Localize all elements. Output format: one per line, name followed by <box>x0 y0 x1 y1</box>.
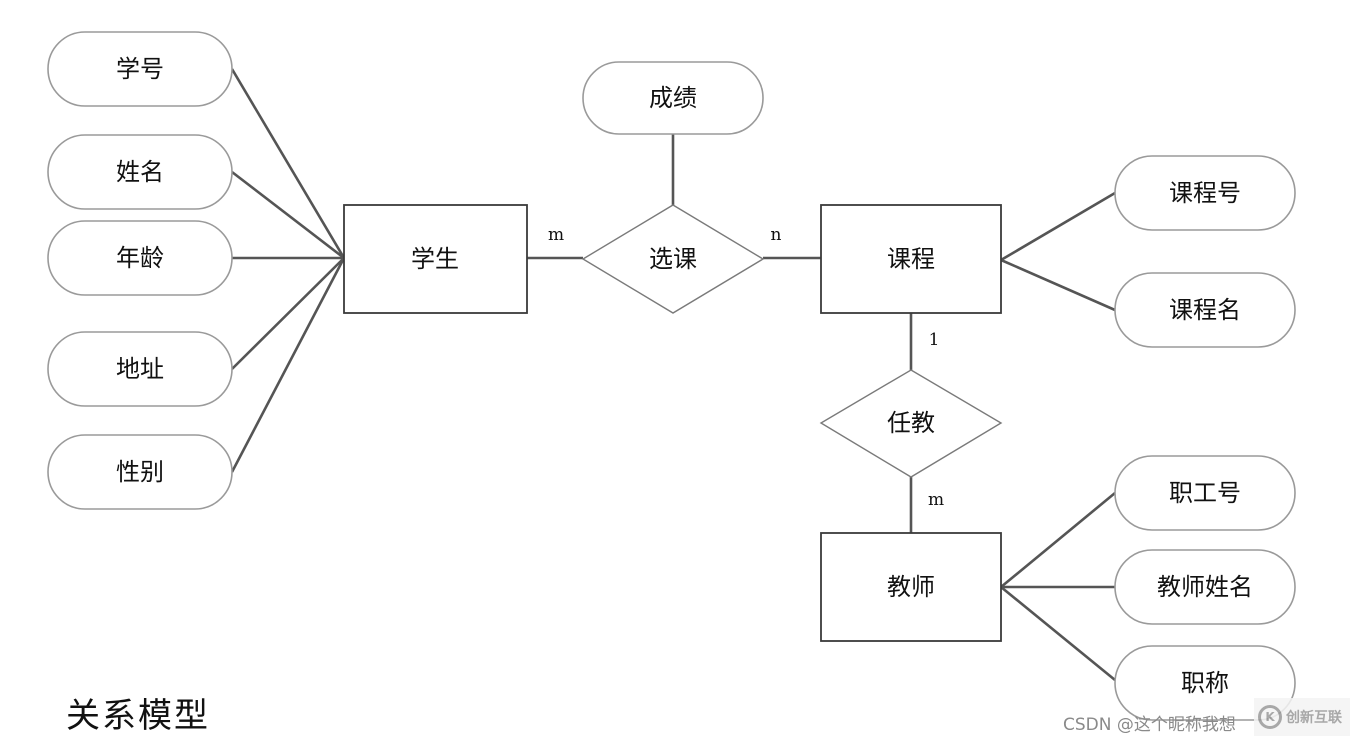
attr-address-label: 地址 <box>116 355 164 383</box>
caption: 关系模型 <box>66 696 210 736</box>
attr-course-name: 课程名 <box>1114 272 1296 348</box>
cardinality-course-teach: 1 <box>929 330 940 350</box>
entity-teacher-label: 教师 <box>887 573 935 601</box>
attr-gender: 性别 <box>47 434 233 510</box>
entity-course-label: 课程 <box>887 245 935 273</box>
relationship-select-course-label: 选课 <box>649 245 697 273</box>
logo-badge: K 创新互联 <box>1254 698 1350 736</box>
attr-title-label: 职称 <box>1181 669 1229 697</box>
attr-staff-id-label: 职工号 <box>1169 479 1241 507</box>
edge-course-name <box>1000 258 1116 312</box>
attr-course-id-label: 课程号 <box>1169 179 1241 207</box>
edge-gender <box>230 257 346 473</box>
attr-teacher-name-label: 教师姓名 <box>1157 573 1253 601</box>
attr-address: 地址 <box>47 331 233 407</box>
cardinality-select-course: n <box>771 225 782 245</box>
attr-course-id: 课程号 <box>1114 155 1296 231</box>
watermark: CSDN @这个昵称我想 <box>1063 715 1236 735</box>
entity-student-label: 学生 <box>411 245 459 273</box>
attr-staff-id: 职工号 <box>1114 455 1296 531</box>
attr-score-label: 成绩 <box>649 84 697 112</box>
edge-student-id <box>230 68 346 259</box>
attr-teacher-name: 教师姓名 <box>1114 549 1296 625</box>
attr-student-id: 学号 <box>47 31 233 107</box>
attr-course-name-label: 课程名 <box>1169 296 1241 324</box>
cardinality-teach-teacher: m <box>928 490 944 510</box>
edge-student-name <box>231 170 345 260</box>
relationship-teach: 任教 <box>819 369 1003 478</box>
attr-age: 年龄 <box>47 220 233 296</box>
edge-course-id <box>1000 191 1116 262</box>
attr-gender-label: 性别 <box>116 458 164 486</box>
edge-staff-id <box>1000 491 1116 589</box>
entity-course: 课程 <box>820 204 1002 314</box>
relationship-select-course: 选课 <box>581 204 765 314</box>
entity-student: 学生 <box>343 204 528 314</box>
edge-address <box>231 257 345 370</box>
relationship-teach-label: 任教 <box>887 409 935 437</box>
edge-title <box>1000 585 1116 682</box>
student-attribute-edges <box>230 68 346 473</box>
attr-student-name-label: 姓名 <box>116 158 164 186</box>
attr-score: 成绩 <box>582 61 764 135</box>
attr-student-id-label: 学号 <box>116 55 164 83</box>
logo-text: 创新互联 <box>1286 710 1342 726</box>
cardinality-student-select: m <box>548 225 564 245</box>
entity-teacher: 教师 <box>820 532 1002 642</box>
attr-age-label: 年龄 <box>116 244 164 272</box>
attr-title: 职称 <box>1114 645 1296 721</box>
attr-student-name: 姓名 <box>47 134 233 210</box>
logo-icon: K <box>1258 705 1282 729</box>
